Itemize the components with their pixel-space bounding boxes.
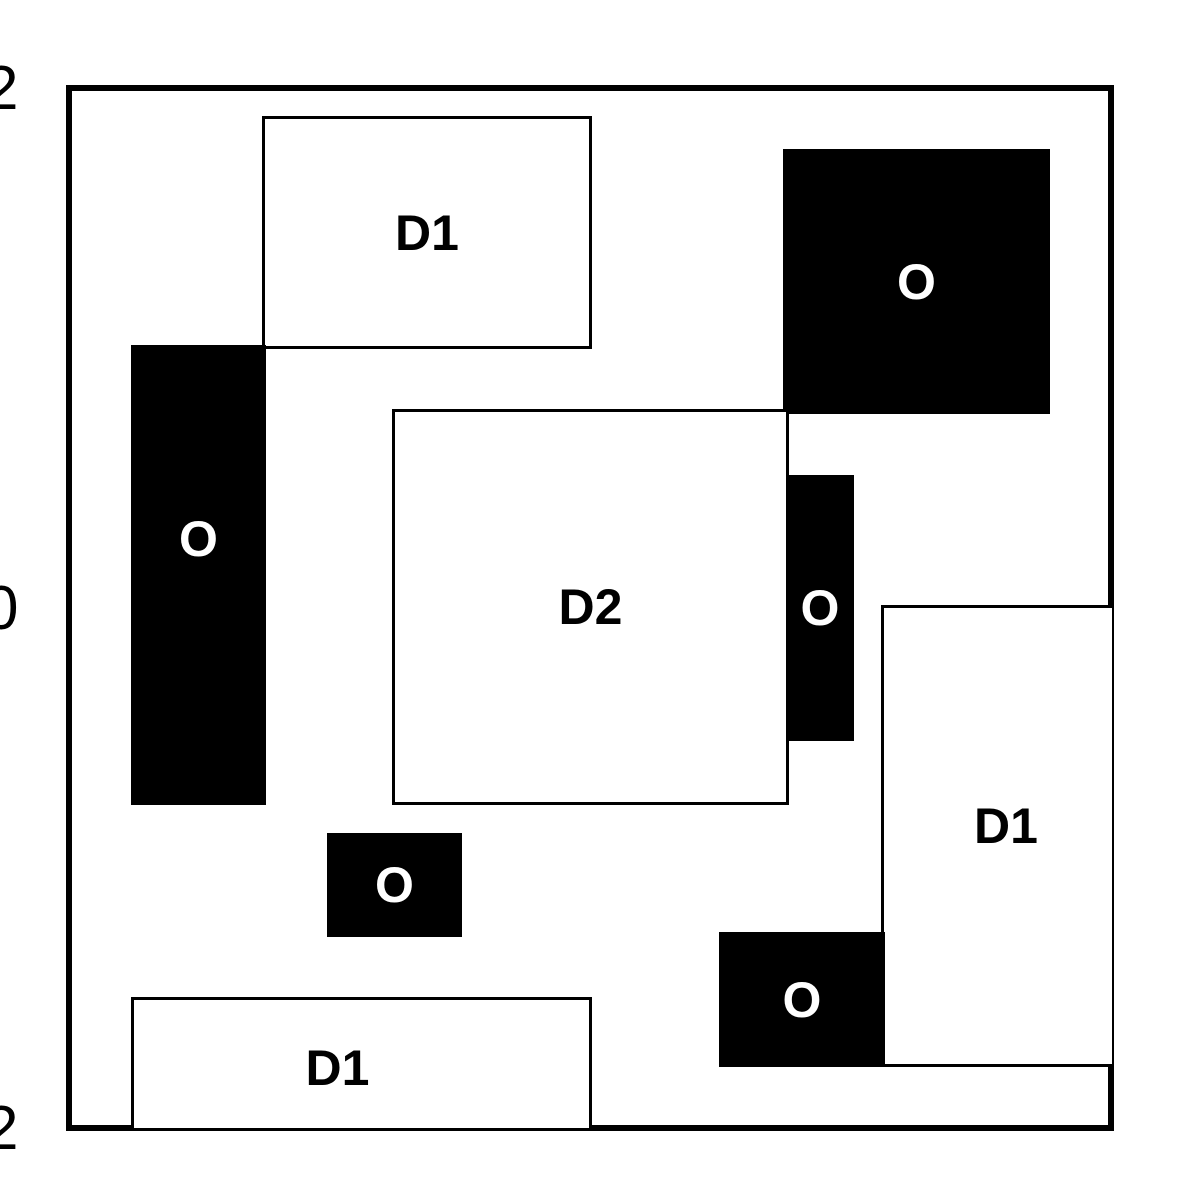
- block-label: D1: [395, 204, 459, 261]
- y-axis-tick-bottom: 2: [0, 1098, 19, 1162]
- block-label: O: [782, 971, 822, 1028]
- block-label: D1: [305, 1040, 370, 1096]
- block-o-top-right: O: [783, 149, 1050, 414]
- y-axis-tick-middle-clip: 0: [0, 578, 24, 642]
- block-o-left: O: [131, 345, 266, 805]
- block-d1-top: D1: [262, 116, 592, 349]
- block-o-bottom-right: O: [719, 932, 885, 1067]
- block-o-small: O: [327, 833, 462, 937]
- block-d1-bottom: D1: [131, 997, 592, 1128]
- y-axis-tick-top: 2: [0, 58, 19, 122]
- block-label: D2: [558, 579, 623, 635]
- block-d1-right: D1: [881, 605, 1112, 1067]
- block-label: D1: [974, 798, 1038, 854]
- block-label: O: [800, 580, 840, 636]
- block-label: O: [375, 857, 414, 913]
- y-axis-tick-bottom-clip: 2: [0, 1098, 24, 1162]
- block-label: O: [897, 253, 936, 310]
- y-axis-tick-top-clip: 2: [0, 58, 24, 122]
- block-label: O: [179, 511, 218, 567]
- block-d2-center: D2: [392, 409, 789, 805]
- block-o-center-right: O: [786, 475, 854, 741]
- y-axis-tick-middle: 0: [0, 578, 19, 642]
